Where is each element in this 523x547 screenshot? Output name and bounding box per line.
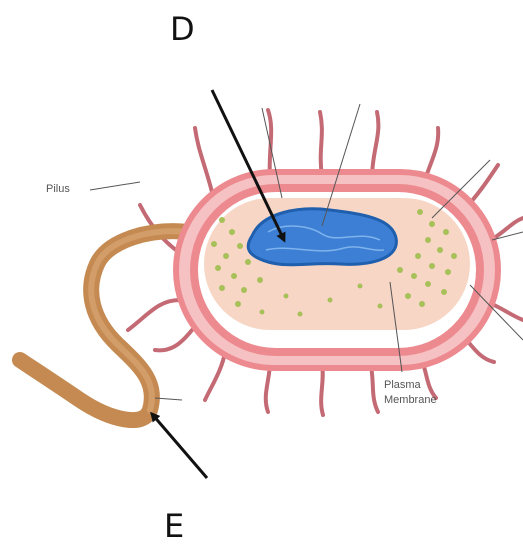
label-e: E (164, 507, 184, 545)
label-membrane: Membrane (384, 394, 437, 406)
label-d: D (170, 10, 195, 48)
label-pilus: Pilus (46, 183, 70, 195)
label-plasma: Plasma (384, 379, 422, 391)
arrow-e (152, 414, 207, 478)
nucleoid (248, 209, 396, 265)
